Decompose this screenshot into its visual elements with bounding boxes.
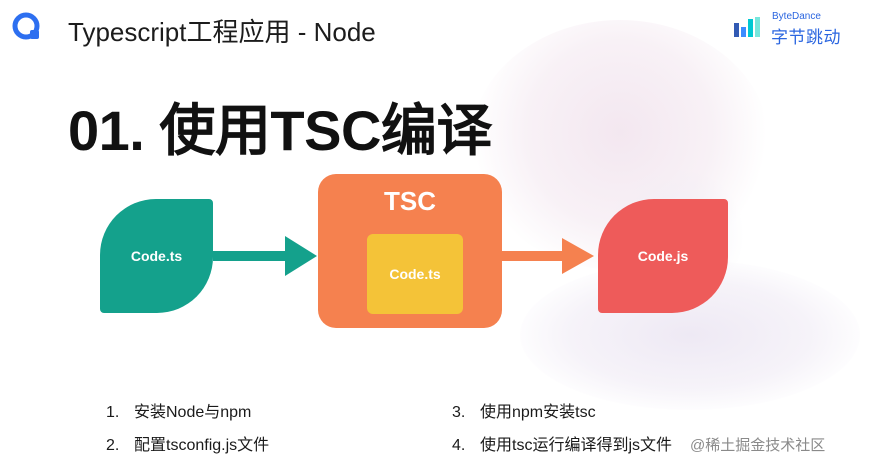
step-text: 安装Node与npm <box>134 404 252 421</box>
inner-source-node: Code.ts <box>367 234 463 314</box>
brand-name-en: ByteDance <box>772 11 821 22</box>
step-number: 2. <box>106 437 120 454</box>
tsc-label: TSC <box>384 186 436 216</box>
input-file-label: Code.ts <box>130 248 183 264</box>
step-text: 使用tsc运行编译得到js文件 <box>480 437 673 454</box>
bytedance-logo-icon <box>734 17 760 37</box>
app-logo-icon <box>12 12 40 40</box>
step-number: 4. <box>452 437 466 454</box>
arrow-right-icon <box>502 238 594 274</box>
step-item: 2. 配置tsconfig.js文件 <box>106 431 269 455</box>
output-file-label: Code.js <box>637 248 689 264</box>
step-item: 3. 使用npm安装tsc <box>452 398 596 422</box>
header-title: Typescript工程应用 - Node <box>68 17 376 47</box>
bytedance-logo: ByteDance 字节跳动 <box>734 11 860 47</box>
step-item: 1. 安装Node与npm <box>106 398 251 422</box>
tsc-compiler-node: TSC Code.ts <box>318 174 502 328</box>
step-text: 配置tsconfig.js文件 <box>134 437 270 454</box>
step-number: 1. <box>106 404 120 421</box>
brand-name-cn: 字节跳动 <box>771 28 841 47</box>
step-number: 3. <box>452 404 466 421</box>
output-file-node: Code.js <box>598 199 728 313</box>
step-item: 4. 使用tsc运行编译得到js文件 <box>452 431 672 455</box>
source-watermark: @稀土掘金技术社区 <box>690 437 826 454</box>
inner-source-label: Code.ts <box>389 266 441 282</box>
input-file-node: Code.ts <box>100 199 213 313</box>
page-title: 01. 使用TSC编译 <box>68 99 492 162</box>
step-text: 使用npm安装tsc <box>480 404 596 421</box>
arrow-right-icon <box>213 236 317 276</box>
